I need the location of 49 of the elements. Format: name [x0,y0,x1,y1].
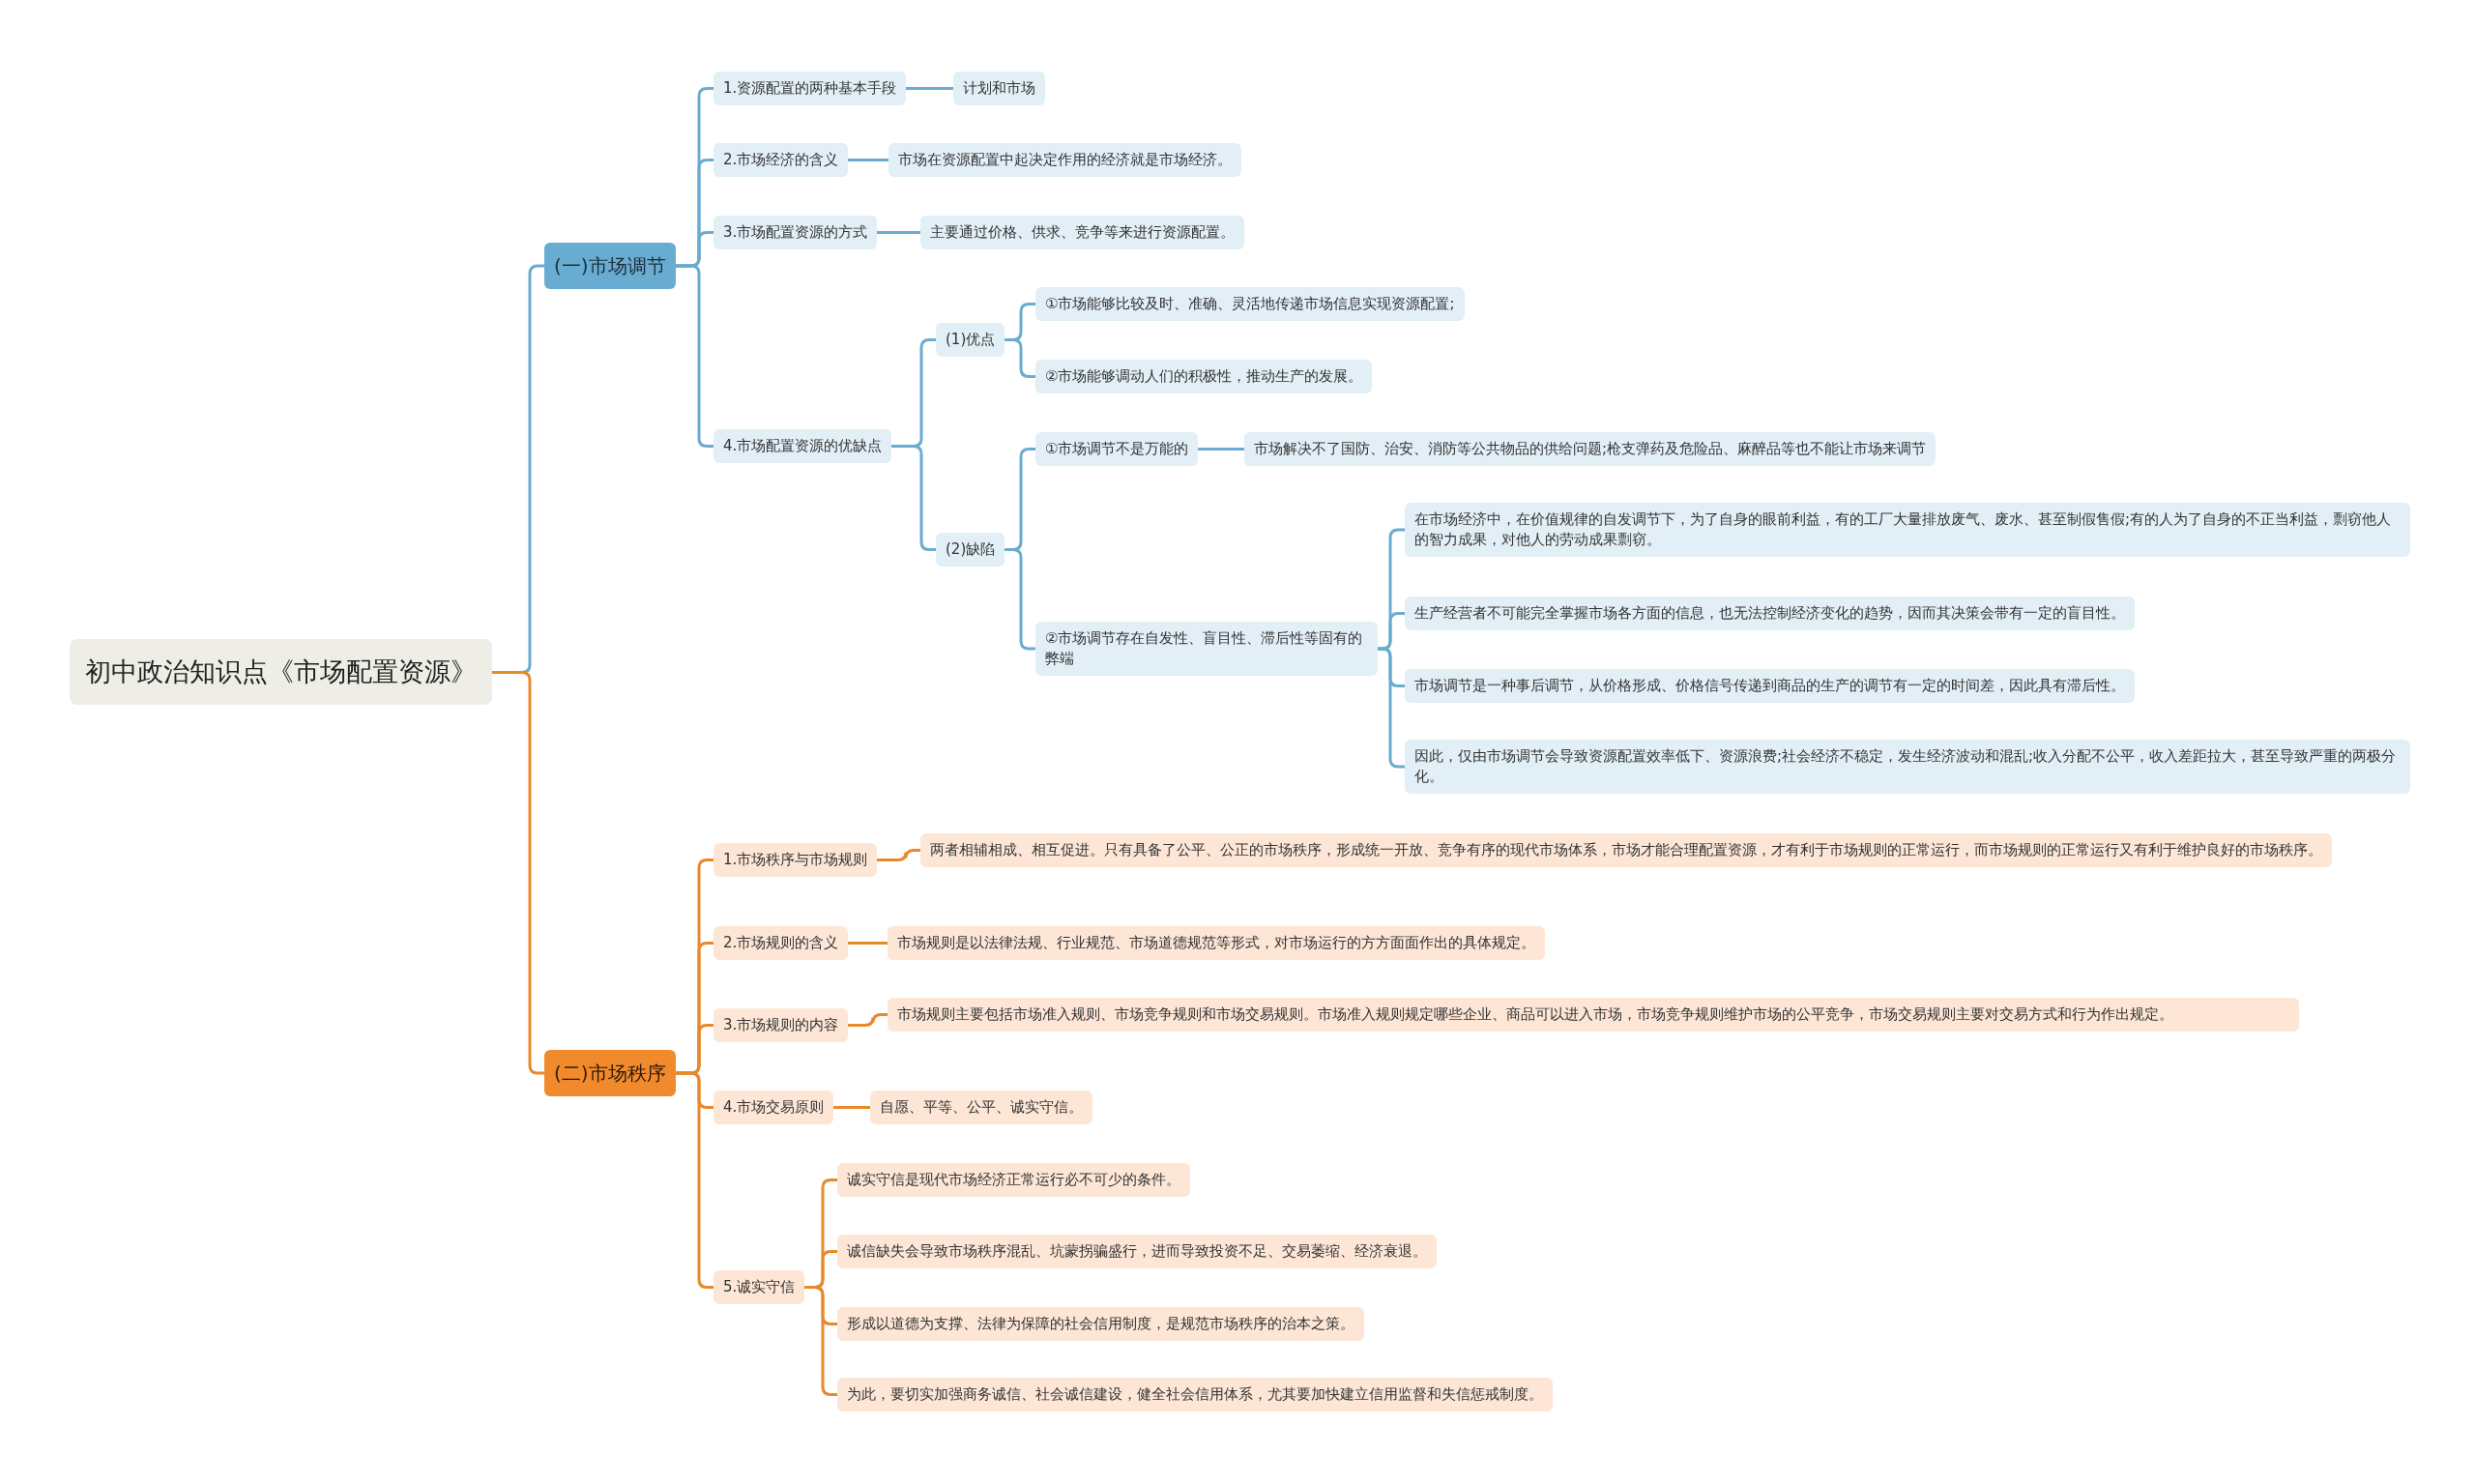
topic-box: 5.诚实守信 [713,1269,805,1304]
topic-box: 诚实守信是现代市场经济正常运行必不可少的条件。 [837,1162,1190,1197]
connector-line [906,87,953,90]
connector-line [676,1071,713,1289]
topic-box: 自愿、平等、公平、诚实守信。 [870,1090,1092,1124]
topic-box: 为此，要切实加强商务诚信、社会诚信建设，健全社会信用体系，尤其要加快建立信用监督和失信惩戒制度。 [837,1377,1553,1411]
topic-box: 诚信缺失会导致市场秩序混乱、坑蒙拐骗盛行，进而导致投资不足、交易萎缩、经济衰退。 [837,1234,1437,1268]
connector-line [848,942,888,945]
connector-line [804,1286,837,1396]
topic-box: 两者相辅相成、相互促进。只有具备了公平、公正的市场秩序，形成统一开放、竞争有序的现代市场体系，市场才能合理配置资源，才有利于市场规则的正常运行，而市场规则的正常运行又有利于维护良好的市场秩序。 [920,833,2332,867]
connector-line [833,1106,870,1109]
connector-line [877,849,920,861]
topic-box: 3.市场规则的内容 [713,1007,849,1042]
connector-line [891,445,936,551]
topic-box: 主要通过价格、供求、竞争等来进行资源配置。 [920,215,1244,249]
topic-box: 2.市场规则的含义 [713,925,849,960]
connector-line [1198,448,1244,451]
topic-box: 1.资源配置的两种基本手段 [713,71,907,105]
topic-box: ②市场调节存在自发性、盲目性、滞后性等固有的弊端 [1035,622,1378,676]
connector-line [676,264,713,448]
connector-line [877,231,920,234]
topic-box: 在市场经济中，在价值规律的自发调节下，为了自身的眼前利益，有的工厂大量排放废气、废水、甚至制假售假;有的人为了自身的不正当利益，剽窃他人的智力成果，对他人的劳动成果剽窃。 [1405,503,2410,557]
topic-box: 市场调节是一种事后调节，从价格形成、价格信号传递到商品的生产的调节有一定的时间差，因此具有滞后性。 [1405,668,2135,703]
connector-line [1378,647,1405,769]
connector-line [848,159,888,161]
connector-line [848,1013,888,1027]
topic-box: (2)缺陷 [936,532,1005,567]
topic-box: ①市场调节不是万能的 [1035,431,1199,466]
topic-box: 市场规则是以法律法规、行业规范、市场道德规范等形式，对市场运行的方方面面作出的具体规定。 [888,925,1545,960]
topic-box: (1)优点 [936,322,1005,357]
topic-box: 计划和市场 [953,71,1045,105]
connector-line [1005,338,1035,378]
branch-topic: (一)市场调节 [544,242,676,289]
topic-box: 4.市场配置资源的优缺点 [713,428,892,463]
topic-box: 市场解决不了国防、治安、消防等公共物品的供给问题;枪支弹药及危险品、麻醉品等也不能让市场来调节 [1244,431,1936,466]
topic-box: 生产经营者不可能完全掌握市场各方面的信息，也无法控制经济变化的趋势，因而其决策会带有一定的盲目性。 [1405,596,2135,630]
topic-box: ②市场能够调动人们的积极性，推动生产的发展。 [1035,359,1373,393]
topic-box: 3.市场配置资源的方式 [713,215,878,249]
topic-box: 形成以道德为支撑、法律为保障的社会信用制度，是规范市场秩序的治本之策。 [837,1306,1364,1341]
topic-box: 2.市场经济的含义 [713,142,849,177]
branch-topic: (二)市场秩序 [544,1049,676,1096]
root-topic: 初中政治知识点《市场配置资源》 [70,638,492,705]
topic-box: 市场在资源配置中起决定作用的经济就是市场经济。 [888,142,1241,177]
topic-box: ①市场能够比较及时、准确、灵活地传递市场信息实现资源配置; [1035,286,1465,321]
connector-line [492,671,544,1075]
topic-box: 4.市场交易原则 [713,1090,834,1124]
topic-box: 因此，仅由市场调节会导致资源配置效率低下、资源浪费;社会经济不稳定，发生经济波动和混乱;收入分配不公平，收入差距拉大，甚至导致严重的两极分化。 [1405,740,2410,794]
topic-box: 1.市场秩序与市场规则 [713,842,878,877]
topic-box: 市场规则主要包括市场准入规则、市场竞争规则和市场交易规则。市场准入规则规定哪些企业、商品可以进入市场，市场竞争规则维护市场的公平竞争，市场交易规则主要对交易方式和行为作出规定。 [888,998,2299,1032]
